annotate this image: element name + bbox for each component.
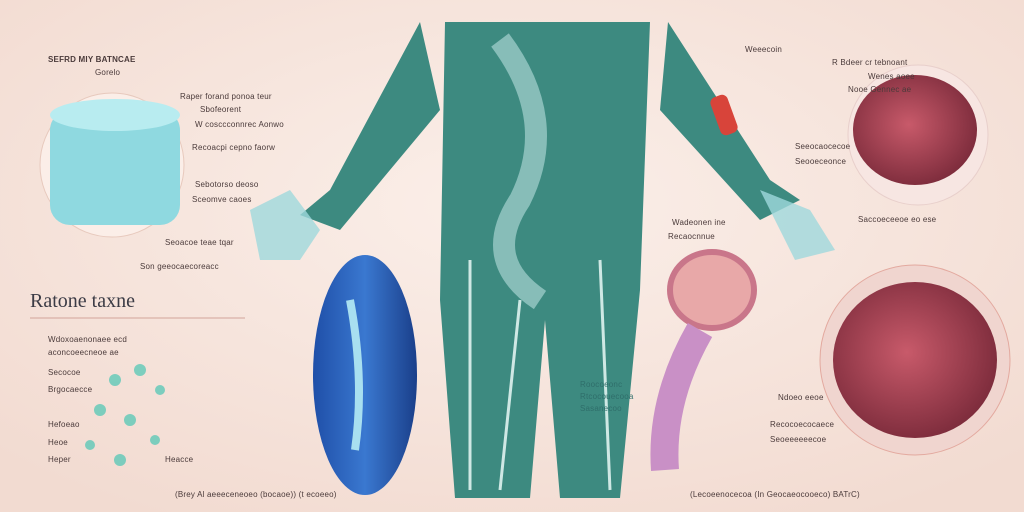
- label: Sbofeorent: [200, 105, 242, 114]
- organ-top-right: [847, 64, 989, 206]
- label: Brgocaecce: [48, 385, 93, 394]
- tissue-cylinder: [39, 92, 185, 238]
- kidney: [313, 255, 417, 495]
- label: Nooe Gennec ae: [848, 85, 912, 94]
- label: Saccoeceeoe eo ese: [858, 215, 937, 224]
- label: Seoeeeeeecoe: [770, 435, 827, 444]
- label: Recocoecocaece: [770, 420, 835, 429]
- label: Seoacoe teae tqar: [165, 238, 234, 247]
- label: W cosccconnrec Aonwo: [195, 120, 284, 129]
- label: aconcoeecneoe ae: [48, 348, 119, 357]
- label: Heoe: [48, 438, 68, 447]
- label: Heacce: [165, 455, 194, 464]
- caption-left: (Brey Al aeeeceneoeo (bocaoe)) (t ecoeeo…: [175, 490, 337, 499]
- label: Wadeonen ine: [672, 218, 726, 227]
- label: Secocoe: [48, 368, 81, 377]
- label: Seooeceonce: [795, 157, 847, 166]
- label: Seeocaocecoe: [795, 142, 851, 151]
- label: SEFRD MIY BATNCAE: [48, 55, 136, 64]
- label: Sceomve caoes: [192, 195, 252, 204]
- label: Heper: [48, 455, 71, 464]
- label: Recaocnnue: [668, 232, 715, 241]
- label: Raper forand ponoa teur: [180, 92, 272, 101]
- label: Ndoeo eeoe: [778, 393, 824, 402]
- label: Sasanecoo: [580, 404, 622, 413]
- label: R Bdeer cr tebnoant: [832, 58, 908, 67]
- label: Recoacpi cepno faorw: [192, 143, 276, 152]
- label: Gorelo: [95, 68, 121, 77]
- label: Sebotorso deoso: [195, 180, 259, 189]
- stomach-organ: [650, 249, 757, 471]
- label: Roocoeonc: [580, 380, 623, 389]
- caption-right: (Lecoeenocecoa (In Geocaeocooeco) BATrC): [690, 490, 860, 499]
- label: Weeecoin: [745, 45, 783, 54]
- illustration-title: Ratone taxne: [30, 290, 135, 312]
- label: Hefoeao: [48, 420, 80, 429]
- label: Son geeocaecoreacc: [140, 262, 219, 271]
- organ-bottom-right: [819, 264, 1011, 456]
- label: Wdoxoaenonaee ecd: [48, 335, 128, 344]
- torso-body: [250, 22, 835, 498]
- cell-dots: [85, 364, 165, 466]
- label: Rtcocouecooa: [580, 392, 634, 401]
- label: Wenes aoee: [868, 72, 915, 81]
